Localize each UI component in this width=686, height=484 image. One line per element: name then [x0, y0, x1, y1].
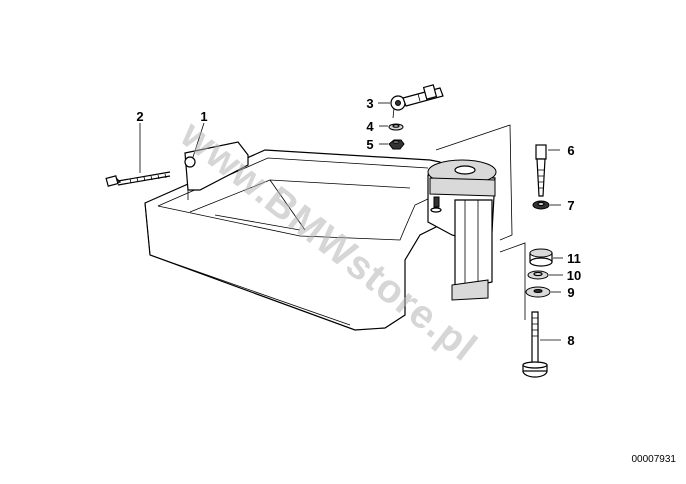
washer-part-7 [532, 200, 550, 210]
callout-3: 3 [366, 96, 373, 111]
leader-lines [139, 102, 563, 341]
callout-5: 5 [366, 137, 373, 152]
washer-part-9 [525, 286, 551, 298]
nut-part-5 [388, 139, 405, 150]
assembly-outline [435, 124, 526, 320]
callout-10: 10 [567, 268, 581, 283]
callout-9: 9 [567, 285, 574, 300]
callout-11: 11 [567, 251, 581, 266]
callout-4: 4 [366, 119, 374, 134]
washer-part-4 [388, 123, 404, 131]
bolt-part-2 [105, 171, 171, 187]
callout-7: 7 [567, 198, 574, 213]
callout-labels: 1 2 3 4 5 6 7 8 9 10 11 [136, 96, 581, 348]
battery-tray [144, 141, 441, 331]
callout-6: 6 [567, 143, 574, 158]
bolt-part-8 [522, 311, 548, 378]
callout-8: 8 [567, 333, 574, 348]
washer-part-10 [527, 270, 549, 280]
document-number: 00007931 [632, 454, 677, 465]
actuator-cylinder [427, 159, 497, 301]
ball-joint-part-3 [390, 84, 444, 119]
bolt-part-6 [535, 144, 547, 197]
bushing-part-11 [529, 248, 553, 267]
callout-1: 1 [200, 109, 207, 124]
callout-2: 2 [136, 109, 143, 124]
